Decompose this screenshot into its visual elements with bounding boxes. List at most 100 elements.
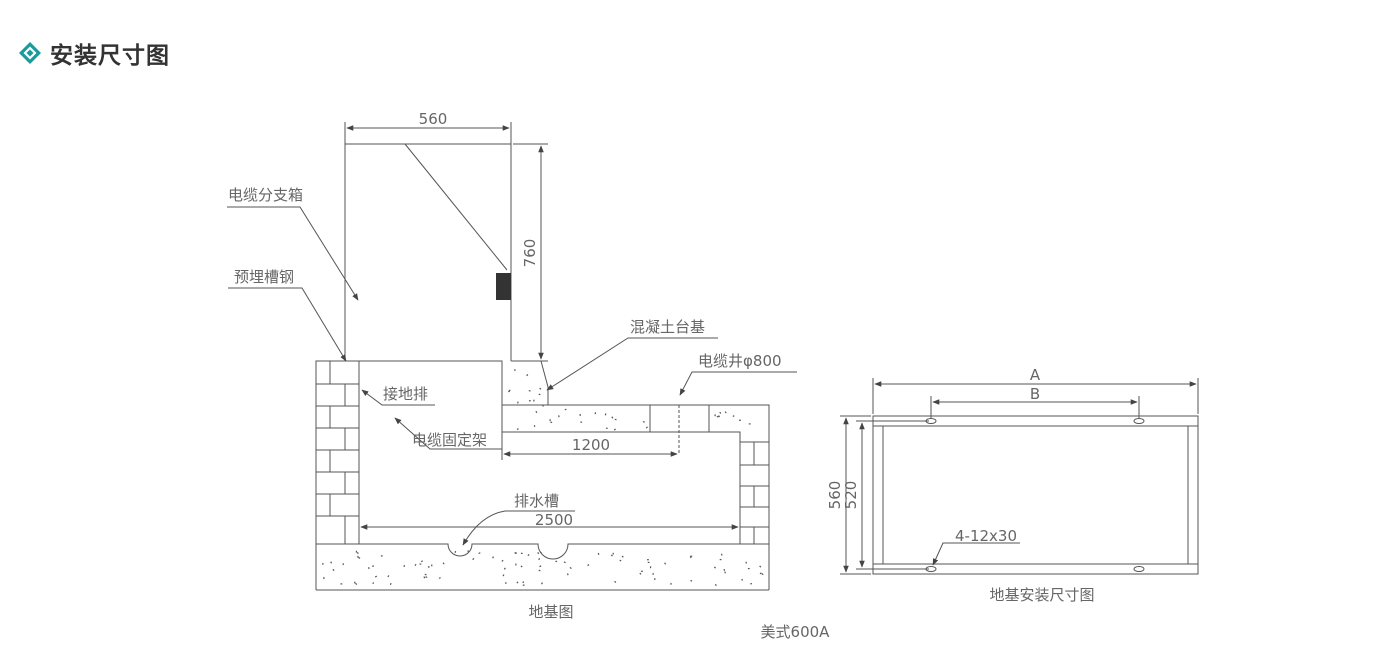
concrete-speck bbox=[358, 557, 361, 559]
concrete-speck bbox=[516, 581, 519, 584]
concrete-speck bbox=[414, 563, 417, 567]
concrete-speck bbox=[761, 573, 764, 576]
pit-floor bbox=[359, 543, 740, 560]
concrete-speck bbox=[420, 560, 424, 563]
concrete-speck bbox=[759, 565, 762, 568]
base-plan bbox=[840, 378, 1199, 575]
page-title: 安装尺寸图 bbox=[50, 43, 170, 69]
concrete-speck bbox=[492, 556, 495, 559]
concrete-speck bbox=[613, 428, 616, 431]
pit-length-value: 2500 bbox=[535, 511, 573, 529]
label-cable-bracket: 电缆固定架 bbox=[412, 431, 487, 449]
concrete-speck bbox=[503, 567, 506, 570]
concrete-speck bbox=[478, 552, 481, 554]
concrete-speck bbox=[639, 572, 642, 575]
concrete-speck bbox=[501, 559, 504, 562]
concrete-speck bbox=[759, 572, 762, 575]
concrete-speck bbox=[522, 581, 525, 584]
concrete-speck bbox=[538, 558, 541, 561]
concrete-speck bbox=[645, 426, 648, 429]
concrete-speck bbox=[713, 566, 717, 569]
concrete-speck bbox=[597, 552, 600, 555]
bolt-spec-label: 4-12x30 bbox=[955, 527, 1017, 545]
concrete-speck bbox=[604, 413, 607, 416]
concrete-speck bbox=[535, 410, 538, 414]
concrete-speck bbox=[502, 574, 505, 577]
concrete-speck bbox=[563, 561, 566, 564]
concrete-speck bbox=[374, 575, 378, 578]
cable-branch-cabinet bbox=[344, 143, 512, 361]
outer-depth-value: 560 bbox=[826, 481, 844, 510]
concrete-speck bbox=[610, 554, 613, 557]
concrete-speck bbox=[516, 428, 519, 431]
concrete-speck bbox=[522, 584, 525, 586]
concrete-speck bbox=[538, 569, 541, 572]
label-channel-steel: 预埋槽钢 bbox=[234, 268, 294, 286]
concrete-speck bbox=[332, 568, 335, 572]
concrete-speck bbox=[513, 369, 516, 372]
diamond-icon bbox=[19, 42, 41, 64]
concrete-speck bbox=[724, 571, 726, 574]
concrete-speck bbox=[716, 415, 719, 418]
concrete-speck bbox=[664, 562, 667, 565]
concrete-speck bbox=[587, 564, 590, 567]
concrete-speck bbox=[614, 580, 617, 583]
concrete-speck bbox=[724, 411, 727, 414]
concrete-speck bbox=[719, 411, 722, 414]
dim-b-label: B bbox=[1030, 385, 1040, 403]
platform-length-value: 1200 bbox=[572, 436, 610, 454]
label-concrete-base: 混凝土台基 bbox=[630, 318, 705, 336]
label-cabinet: 电缆分支箱 bbox=[228, 186, 303, 204]
concrete-speck bbox=[539, 551, 542, 554]
concrete-speck bbox=[527, 554, 530, 557]
concrete-speck bbox=[569, 566, 572, 570]
concrete-speck bbox=[539, 387, 542, 390]
concrete-speck bbox=[690, 579, 693, 582]
concrete-speck bbox=[714, 583, 717, 587]
concrete-hatching bbox=[322, 369, 764, 587]
concrete-speck bbox=[520, 565, 523, 568]
concrete-speck bbox=[538, 393, 541, 396]
caption-base-plan: 地基安装尺寸图 bbox=[989, 586, 1094, 604]
concrete-speck bbox=[689, 556, 692, 559]
concrete-speck bbox=[741, 578, 743, 581]
concrete-speck bbox=[564, 408, 567, 411]
concrete-speck bbox=[438, 577, 441, 579]
concrete-speck bbox=[330, 561, 333, 564]
dim-platform-length bbox=[501, 432, 678, 460]
label-ground-bar: 接地排 bbox=[383, 385, 428, 403]
concrete-speck bbox=[355, 582, 358, 586]
model-label: 美式600A bbox=[761, 623, 831, 641]
concrete-speck bbox=[356, 552, 359, 554]
concrete-speck bbox=[539, 565, 542, 568]
concrete-speck bbox=[423, 576, 426, 579]
concrete-speck bbox=[526, 374, 529, 377]
concrete-speck bbox=[389, 582, 392, 586]
dim-a-label: A bbox=[1030, 366, 1041, 384]
concrete-speck bbox=[732, 415, 735, 418]
concrete-speck bbox=[454, 550, 457, 553]
left-brick-wall bbox=[315, 360, 360, 545]
bolt-hole bbox=[1133, 566, 1145, 572]
concrete-speck bbox=[642, 420, 645, 423]
concrete-speck bbox=[540, 582, 544, 585]
dim-cabinet-width bbox=[344, 122, 512, 150]
concrete-speck bbox=[442, 562, 445, 565]
concrete-speck bbox=[619, 559, 622, 562]
concrete-speck bbox=[611, 416, 614, 419]
caption-foundation: 地基图 bbox=[528, 603, 573, 621]
concrete-speck bbox=[750, 582, 753, 585]
foundation-drawing bbox=[227, 122, 797, 591]
concrete-speck bbox=[614, 418, 617, 421]
label-drain: 排水槽 bbox=[514, 492, 559, 510]
section-header: 安装尺寸图 bbox=[18, 36, 170, 70]
concrete-speck bbox=[322, 562, 324, 565]
concrete-speck bbox=[621, 555, 624, 558]
concrete-speck bbox=[472, 557, 475, 561]
concrete-speck bbox=[353, 581, 356, 584]
leader-lines bbox=[227, 206, 797, 546]
concrete-speck bbox=[550, 421, 553, 424]
concrete-speck bbox=[425, 576, 428, 579]
cabinet-height-value: 760 bbox=[521, 239, 539, 268]
